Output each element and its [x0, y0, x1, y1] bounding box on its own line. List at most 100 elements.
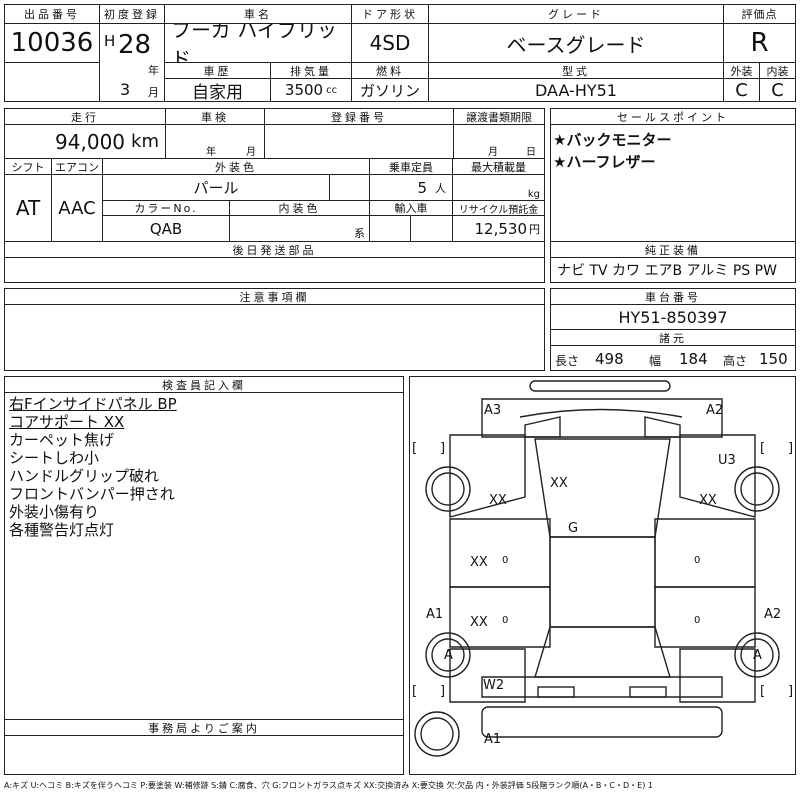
mark-0-rrd: 0: [694, 615, 700, 626]
mark-0-rfd: 0: [694, 555, 700, 566]
bracket-3: [: [760, 441, 765, 456]
reg-month: 3: [120, 80, 131, 99]
int-color-label: 内装色: [229, 200, 370, 216]
bracket-7: [: [760, 684, 765, 699]
left-front-fender: [449, 434, 526, 518]
rear-bumper-shape: [481, 706, 723, 738]
trunk-shape: [481, 676, 723, 698]
chassis-label: 車台番号: [550, 288, 796, 305]
mark-a1-left: A1: [426, 607, 443, 622]
fuel: ガソリン: [351, 78, 429, 102]
mark-a3: A3: [484, 403, 501, 418]
sales-label: セールスポイント: [550, 108, 796, 125]
reg-year-unit: 年: [148, 64, 159, 77]
mark-a-rear-right: A: [753, 648, 762, 663]
inspection-label: 車検: [165, 108, 265, 125]
mark-w2: W2: [483, 678, 504, 693]
color-no: QAB: [102, 215, 230, 242]
load-box: kg: [452, 174, 545, 201]
color-no-label: カラーNo.: [102, 200, 230, 216]
bracket-6: ]: [440, 684, 445, 699]
note-7: 外装小傷有り: [9, 503, 100, 521]
lot-no: 10036: [4, 23, 100, 63]
ac: AAC: [51, 174, 103, 242]
era: H: [104, 32, 116, 50]
mark-u3: U3: [718, 453, 736, 468]
reg-no-box: [264, 124, 454, 159]
color-blank: [329, 174, 370, 201]
mileage: 94,000: [55, 129, 126, 154]
wheel-front-left: [425, 466, 471, 512]
note-1: 右Fインサイドパネル BP: [9, 395, 177, 413]
mileage-label: 走行: [4, 108, 166, 125]
length: 498: [595, 350, 624, 368]
note-5: ハンドルグリップ破れ: [9, 467, 160, 485]
wheel-front-left-inner: [431, 472, 465, 506]
car-diagram: A3 A2 U3 XX XX XX G XX 0 0 XX 0 0 A1 A2 …: [409, 376, 796, 775]
load-label: 最大積載量: [452, 158, 545, 175]
car-name-label: 車名: [164, 4, 352, 24]
model-label: 型式: [428, 62, 724, 79]
dims-box: 長さ 498 幅 184 高さ 150: [550, 345, 796, 371]
inspector-label: 検査員記入欄: [4, 376, 404, 393]
import-b: [410, 215, 453, 242]
equipment-items: ナビ TV カワ エアB アルミ PS PW: [550, 257, 796, 283]
mileage-box: 94,000 km: [4, 124, 166, 159]
height: 150: [759, 350, 788, 368]
transfer-box: 月 日: [453, 124, 545, 159]
transfer-day-unit: 日: [526, 147, 536, 158]
recycle: 12,530: [474, 219, 528, 238]
transfer-label: 譲渡書類期限: [453, 108, 545, 125]
seats: 5: [417, 178, 427, 197]
insp-month-unit: 月: [246, 147, 256, 158]
mark-a-rear-left: A: [444, 648, 453, 663]
note-2: コアサポート XX: [9, 413, 125, 431]
load-unit: kg: [527, 189, 540, 200]
wheel-rear-left: [425, 632, 471, 678]
mark-xx-left-front-door: XX: [470, 555, 488, 570]
left-front-door: [449, 518, 551, 588]
mark-a2-right: A2: [764, 607, 781, 622]
shift-label: シフト: [4, 158, 52, 175]
displacement-unit: cc: [326, 84, 338, 96]
left-rear-fender: [449, 648, 526, 703]
mark-xx-windshield: XX: [550, 476, 568, 491]
shift: AT: [4, 174, 52, 242]
front-bumper-shape: [529, 380, 671, 392]
bracket-1: [: [412, 441, 417, 456]
lot-no-blank: [4, 62, 100, 102]
color-label: 外装色: [102, 158, 370, 175]
sales-box: ★バックモニター ★ハーフレザー: [550, 124, 796, 242]
mark-0-lfd: 0: [502, 555, 508, 566]
reg-month-unit: 月: [148, 86, 159, 99]
sales-point-2: ★ハーフレザー: [553, 153, 656, 171]
exterior-grade: C: [723, 78, 760, 102]
hood-line: [519, 408, 683, 418]
recycle-label: リサイクル預託金: [452, 200, 545, 216]
rear-window-shape: [534, 626, 671, 678]
dims-label: 諸元: [550, 329, 796, 346]
inspection-box: 年 月: [165, 124, 265, 159]
score: R: [723, 23, 796, 63]
front-section-shape: [481, 398, 723, 438]
wheel-rear-right: [734, 632, 780, 678]
mark-xx-left-rear-door: XX: [470, 615, 488, 630]
exterior-label: 外装: [723, 62, 760, 79]
mark-g: G: [568, 521, 578, 536]
height-label: 高さ: [723, 354, 748, 368]
wheel-rear-left-inner: [431, 638, 465, 672]
seats-unit: 人: [435, 181, 446, 195]
mark-0-lrd: 0: [502, 615, 508, 626]
insp-year-unit: 年: [206, 147, 216, 158]
import-a: [369, 215, 411, 242]
wheel-front-right: [734, 466, 780, 512]
model: DAA-HY51: [428, 78, 724, 102]
reg-year: 28: [118, 30, 152, 60]
legend: A:キズ U:ヘコミ B:キズを伴うヘコミ P:要塗装 W:補修跡 S:錆 C:…: [4, 781, 653, 790]
mark-a2-front: A2: [706, 403, 723, 418]
bracket-8: ]: [788, 684, 793, 699]
reg-no-label: 登録番号: [264, 108, 454, 125]
bracket-5: [: [412, 684, 417, 699]
car-diagram-svg: A3 A2 U3 XX XX XX G XX 0 0 XX 0 0 A1 A2 …: [412, 380, 793, 757]
import-label: 輸入車: [369, 200, 453, 216]
